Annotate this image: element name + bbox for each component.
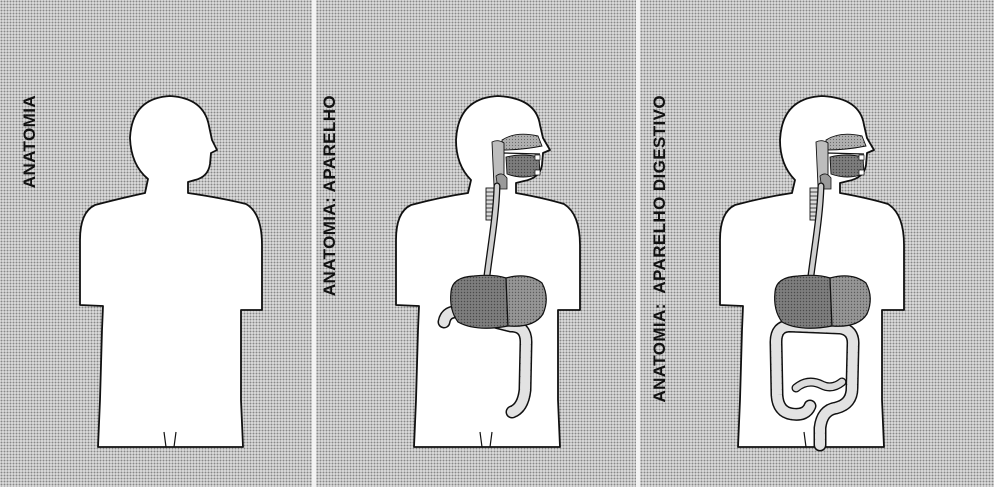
body-illustration <box>640 0 994 487</box>
panel-title: ANATOMIA: APARELHO <box>320 95 340 296</box>
lower-teeth <box>859 170 864 175</box>
small-intestine <box>796 382 842 388</box>
liver <box>775 275 832 328</box>
panel-anatomia-aparelho-digestivo: ANATOMIA: APARELHO DIGESTIVO <box>640 0 994 487</box>
upper-teeth <box>535 155 540 160</box>
panel-anatomia: ANATOMIA <box>0 0 312 487</box>
upper-teeth <box>859 155 864 160</box>
panel-title: ANATOMIA: APARELHO DIGESTIVO <box>650 95 670 403</box>
body-illustration <box>0 0 312 487</box>
lower-teeth <box>535 170 540 175</box>
body-silhouette <box>80 96 262 447</box>
panel-anatomia-aparelho: ANATOMIA: APARELHO <box>316 0 636 487</box>
liver <box>451 275 508 328</box>
panel-title: ANATOMIA <box>20 95 40 188</box>
body-illustration <box>316 0 636 487</box>
